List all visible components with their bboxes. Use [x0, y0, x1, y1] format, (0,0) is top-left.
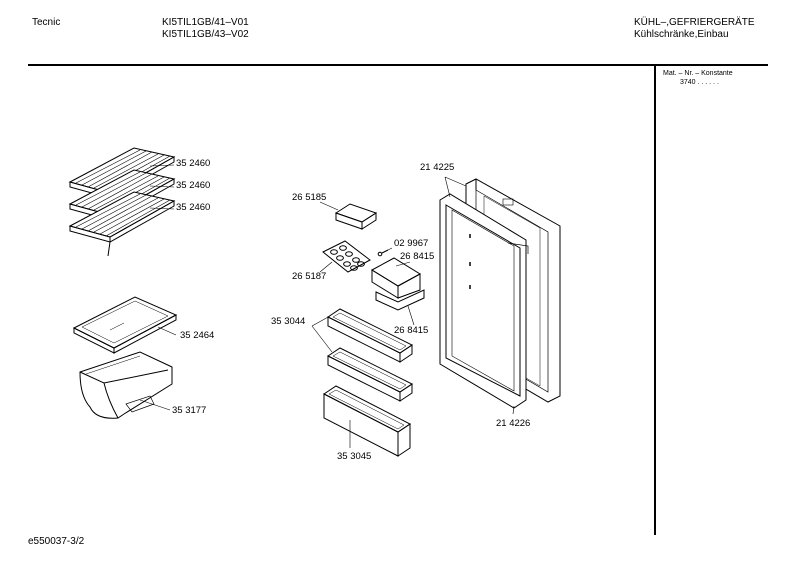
mat-nr-label: Mat. – Nr. – Konstante — [663, 70, 733, 77]
door-shelf-middle — [327, 347, 413, 402]
side-divider — [654, 65, 656, 535]
label-door-shelf-bottom: 35 3045 — [337, 451, 371, 462]
butter-box — [334, 203, 378, 230]
label-glass-shelf: 35 2464 — [180, 330, 214, 341]
bottle-holder — [371, 257, 425, 311]
label-door-gasket: 21 4226 — [496, 418, 530, 429]
label-shelf-2: 35 2460 — [176, 180, 210, 191]
door-shelf-bottom — [323, 385, 411, 457]
mat-nr-value: 3740 . . . . . . — [680, 79, 719, 86]
label-door-frame: 21 4225 — [420, 162, 454, 173]
brand-name: Tecnic — [32, 17, 61, 28]
label-butter-box: 26 5185 — [292, 192, 326, 203]
label-bottle-holder-bottom: 26 8415 — [394, 325, 428, 336]
header-divider — [28, 64, 768, 66]
label-bottle-holder-top: 26 8415 — [400, 251, 434, 262]
label-shelf-3: 35 2460 — [176, 202, 210, 213]
label-door-shelf-top: 35 3044 — [271, 316, 305, 327]
glass-shelf — [72, 296, 178, 354]
label-screw: 02 9967 — [394, 238, 428, 249]
door-gasket — [439, 193, 529, 409]
wire-shelf-3 — [68, 191, 176, 257]
model-number-2: KI5TIL1GB/43–V02 — [162, 29, 249, 40]
label-shelf-1: 35 2460 — [176, 158, 210, 169]
egg-tray — [322, 240, 371, 273]
label-egg-tray: 26 5187 — [292, 271, 326, 282]
model-number-1: KI5TIL1GB/41–V01 — [162, 17, 249, 28]
crisper-drawer — [79, 351, 173, 419]
door-shelf-top — [327, 308, 413, 363]
category-subtitle: Kühlschränke,Einbau — [634, 29, 729, 40]
category-title: KÜHL–,GEFRIERGERÄTE — [634, 17, 755, 28]
document-id: e550037-3/2 — [28, 536, 85, 547]
label-crisper: 35 3177 — [172, 405, 206, 416]
